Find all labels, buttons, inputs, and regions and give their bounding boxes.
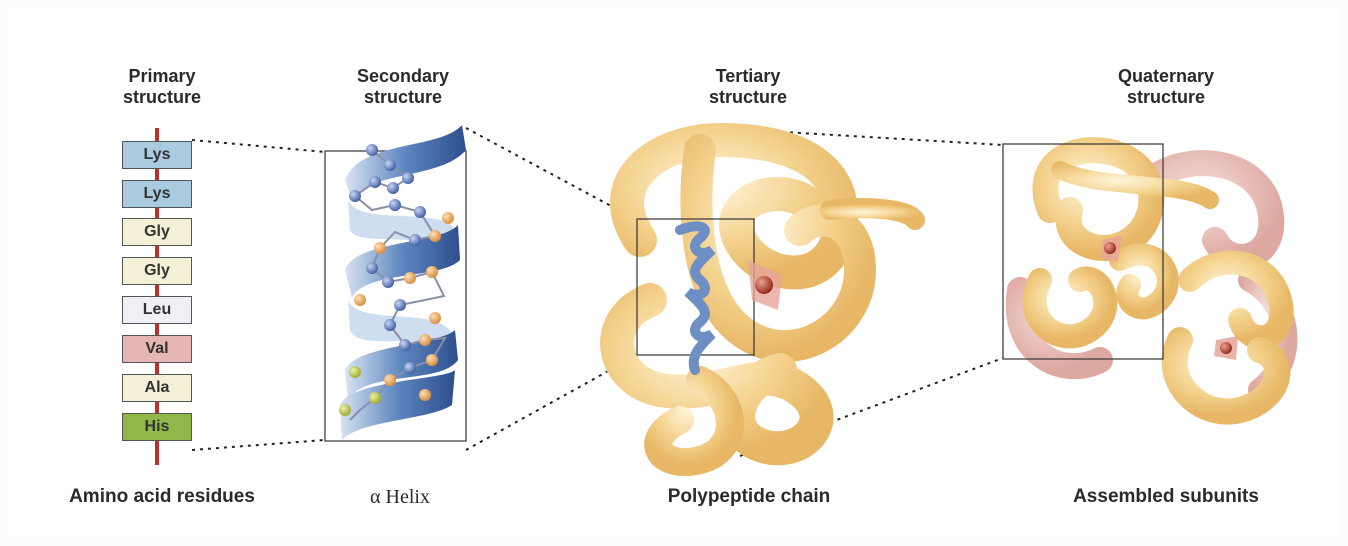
tertiary-structure-graphic — [617, 140, 915, 462]
polypeptide-chain-caption: Polypeptide chain — [668, 486, 831, 508]
residue-gly-3: Gly — [122, 218, 192, 246]
zoom-connectors — [192, 128, 1003, 456]
alpha-helix-graphic — [325, 125, 466, 441]
quaternary-structure-graphic — [1003, 144, 1285, 412]
residue-ala-7: Ala — [122, 374, 192, 402]
residue-lys-1: Lys — [122, 141, 192, 169]
residue-gly-4: Gly — [122, 257, 192, 285]
amino-acid-residues-caption: Amino acid residues — [69, 486, 255, 508]
residue-his-8: His — [122, 413, 192, 441]
residue-lys-2: Lys — [122, 180, 192, 208]
assembled-subunits-caption: Assembled subunits — [1073, 486, 1259, 508]
alpha-helix-caption: α Helix — [370, 486, 430, 509]
residue-leu-5: Leu — [122, 296, 192, 324]
residue-val-6: Val — [122, 335, 192, 363]
